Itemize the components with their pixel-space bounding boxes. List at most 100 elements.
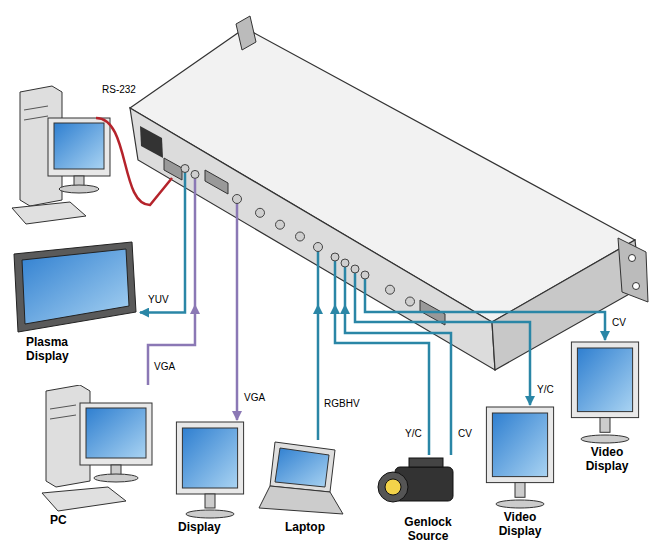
rack-ear	[618, 238, 648, 302]
monitor-case	[176, 422, 243, 494]
device-caption: Laptop	[285, 520, 343, 534]
cable-stub	[194, 178, 197, 305]
switcher-unit	[180, 195, 370, 305]
drive-slot	[24, 106, 48, 110]
device-icon	[571, 342, 638, 443]
signal-cable	[148, 305, 195, 385]
device-icon	[14, 242, 136, 332]
plasma-screen	[22, 249, 129, 324]
cable-stubs	[185, 172, 365, 305]
keyboard	[42, 487, 126, 511]
device-icon	[10, 240, 140, 335]
signal-label: Y/C	[535, 384, 556, 396]
bnc-connector	[233, 195, 242, 204]
device-icon	[255, 440, 345, 520]
device-caption: Video Display	[577, 445, 637, 473]
bnc-connector	[276, 220, 285, 229]
cable-stub	[344, 267, 347, 305]
signal-label: VGA	[152, 361, 177, 373]
laptop: Laptop	[255, 440, 345, 534]
device-icon	[375, 455, 465, 515]
camera-handle	[409, 458, 443, 467]
cable-stub	[184, 172, 187, 305]
bnc-connector	[181, 165, 189, 173]
signal-label: VGA	[242, 392, 267, 404]
bnc-connector	[386, 285, 395, 294]
bnc-connector	[191, 170, 199, 178]
pc-monitor	[80, 403, 152, 465]
signal-label: RGBHV	[322, 398, 362, 410]
cable-stub	[334, 261, 337, 305]
device-icon	[378, 458, 453, 502]
cable-stub	[354, 273, 357, 305]
bnc-connectors	[181, 165, 415, 307]
rack-hole	[633, 283, 640, 290]
device-icon	[42, 385, 152, 511]
monitor-case	[486, 407, 553, 483]
signal-cable	[345, 305, 451, 455]
device-caption: Video Display	[490, 510, 550, 538]
device-caption: PC	[50, 513, 90, 527]
device-caption: Plasma Display	[26, 335, 96, 363]
rear-panel	[130, 108, 495, 370]
drive-slot	[50, 405, 76, 409]
laptop-base	[259, 486, 343, 514]
device-icon	[480, 405, 560, 510]
bnc-connector	[406, 297, 415, 306]
device-caption: Genlock Source	[393, 515, 463, 543]
pc: PC	[40, 385, 160, 527]
monitor-base	[186, 510, 234, 518]
camera-lens	[378, 472, 408, 502]
laptop-lid	[270, 442, 335, 492]
bnc-connector	[351, 265, 359, 273]
signal-cable	[355, 305, 530, 405]
pc-monitor	[48, 118, 110, 176]
plasma-frame	[14, 242, 136, 332]
bnc-connector	[314, 243, 323, 252]
bnc-connector	[361, 271, 369, 279]
port-label: RS-232	[100, 84, 138, 96]
rs232-port	[164, 158, 182, 180]
control-pc	[12, 86, 172, 224]
genlock-source: Genlock Source	[375, 455, 465, 543]
power-inlet	[140, 126, 163, 158]
signal-cable	[335, 305, 429, 455]
monitor-base	[581, 435, 629, 443]
plasma-display: Plasma Display	[10, 240, 140, 363]
drive-slot	[50, 415, 76, 419]
signal-cable	[236, 305, 239, 420]
device-icon	[486, 407, 553, 508]
monitor-base	[59, 185, 99, 193]
device-icon	[40, 385, 160, 513]
cable-stub	[364, 279, 367, 305]
device-icon	[565, 340, 645, 445]
monitor-screen	[492, 413, 547, 477]
signal-label: Y/C	[403, 428, 424, 440]
monitor-neck	[515, 483, 525, 498]
rack-hole	[629, 255, 636, 262]
monitor-screen	[182, 428, 237, 488]
cable-stub	[317, 251, 320, 305]
drive-slot	[24, 116, 48, 120]
monitor-screen	[577, 348, 632, 412]
switcher-chassis	[130, 16, 648, 370]
signal-cable	[365, 305, 605, 340]
monitor-base	[94, 474, 138, 482]
video-display: Video Display	[565, 340, 645, 473]
dsub-port	[205, 170, 228, 194]
monitor-base	[496, 500, 544, 508]
monitor-case	[571, 342, 638, 418]
lens-glass	[385, 479, 401, 495]
pc-screen	[86, 408, 146, 458]
video-display: Video Display	[480, 405, 560, 538]
pc-screen	[54, 123, 104, 169]
rack-ear	[236, 16, 256, 50]
signal-label: CV	[456, 428, 474, 440]
device-icon	[170, 420, 250, 520]
bnc-connector	[331, 253, 339, 261]
signal-cable	[317, 305, 320, 440]
signal-label: YUV	[146, 294, 171, 306]
keyboard	[12, 202, 86, 224]
signal-cable	[140, 305, 185, 313]
laptop-screen	[275, 448, 329, 487]
